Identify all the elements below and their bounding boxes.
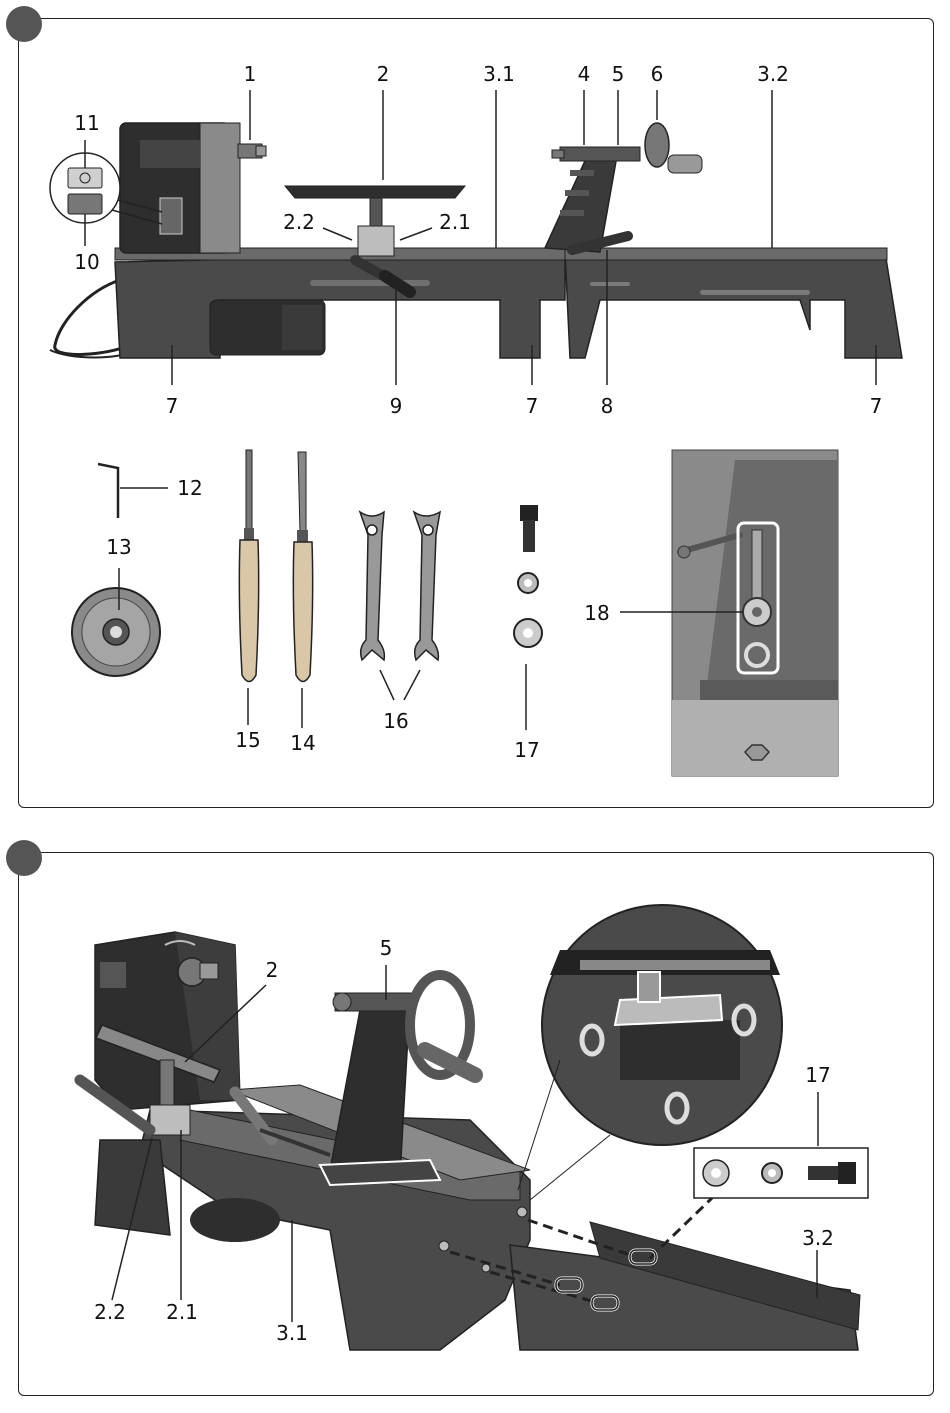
fig2-callout-5: 5 — [380, 938, 393, 958]
detail-photo-18 — [672, 450, 838, 776]
wrench-left — [360, 512, 384, 660]
faceplate — [72, 588, 160, 676]
fig2-callout-2-2: 2.2 — [94, 1302, 126, 1322]
callout-2-1: 2.1 — [439, 212, 471, 232]
callout-7-middle: 7 — [526, 396, 539, 416]
callout-8: 8 — [601, 396, 614, 416]
fig2-callout-2-1: 2.1 — [166, 1302, 198, 1322]
tailstock-quill — [560, 147, 640, 161]
callout-18: 18 — [584, 603, 609, 623]
fig2-callout-2: 2 — [266, 960, 279, 980]
fig2-hardware-box — [694, 1148, 868, 1198]
callout-2: 2 — [377, 64, 390, 84]
handwheel — [645, 123, 669, 167]
callout-3-1: 3.1 — [483, 64, 515, 84]
callout-3-2: 3.2 — [757, 64, 789, 84]
callout-1: 1 — [244, 64, 257, 84]
callout-5: 5 — [612, 64, 625, 84]
callout-14: 14 — [290, 733, 315, 753]
fig2-detail-circle — [542, 905, 782, 1145]
callout-9: 9 — [390, 396, 403, 416]
lathe-bed-right — [565, 252, 902, 358]
lathe-bed-left — [115, 252, 565, 358]
fig2-callout-17: 17 — [805, 1065, 830, 1085]
chisel — [293, 452, 312, 682]
gouge — [239, 450, 258, 682]
callout-7-left: 7 — [166, 396, 179, 416]
callout-17: 17 — [514, 740, 539, 760]
hex-key — [98, 464, 118, 518]
tool-rest — [285, 186, 465, 198]
callout-15: 15 — [235, 730, 260, 750]
fig2-callout-3-2: 3.2 — [802, 1228, 834, 1248]
callout-2-2: 2.2 — [283, 212, 315, 232]
callout-10: 10 — [74, 252, 99, 272]
callout-6: 6 — [651, 64, 664, 84]
figure-2-badge — [6, 840, 42, 876]
callout-16: 16 — [383, 711, 408, 731]
fig2-callout-3-1: 3.1 — [276, 1323, 308, 1343]
callout-12: 12 — [177, 478, 202, 498]
hex-bolt — [520, 505, 538, 521]
callout-11: 11 — [74, 113, 99, 133]
callout-7-right: 7 — [870, 396, 883, 416]
callout-13: 13 — [106, 537, 131, 557]
fig2-tailstock — [330, 1000, 410, 1175]
wrench-right — [414, 512, 440, 660]
callout-4: 4 — [578, 64, 591, 84]
